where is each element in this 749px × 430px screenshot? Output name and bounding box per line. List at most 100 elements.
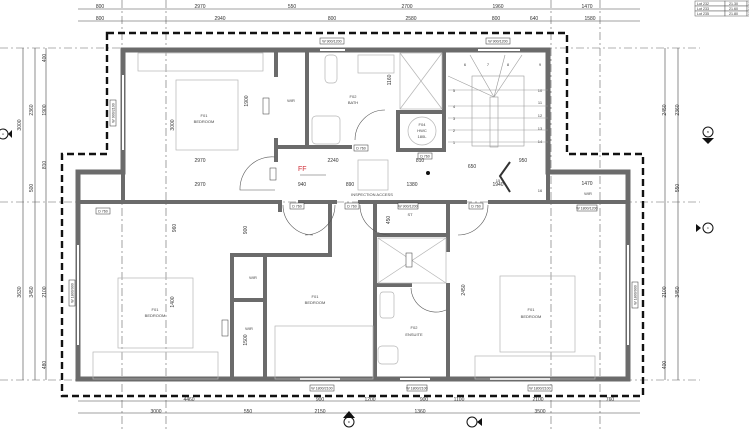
room-store: ST [407,212,413,217]
svg-text:12: 12 [538,113,543,118]
svg-text:9: 9 [539,62,542,67]
interior-walls [76,48,630,381]
svg-text:800: 800 [96,16,105,22]
svg-text:5: 5 [453,88,456,93]
door-tags: D 760 D 760 D 760 D 760 D 760 D 760 [95,144,484,268]
svg-text:21.80: 21.80 [729,12,738,16]
svg-text:1470: 1470 [581,181,592,187]
svg-text:2360: 2360 [29,104,35,115]
furniture [92,52,596,380]
svg-text:W 900/1200: W 900/1200 [322,40,341,44]
svg-text:900: 900 [243,226,249,235]
svg-text:760: 760 [606,397,615,403]
svg-text:Lot 235: Lot 235 [697,12,709,16]
svg-text:BEDROOM: BEDROOM [521,314,542,319]
svg-text:W 1800/2100: W 1800/2100 [311,387,332,391]
svg-text:2240: 2240 [327,158,338,164]
svg-text:8: 8 [507,62,510,67]
svg-text:800: 800 [328,16,337,22]
svg-text:1580: 1580 [584,16,595,22]
svg-text:900: 900 [316,397,325,403]
svg-text:1900: 1900 [244,95,250,106]
svg-text:BEDROOM: BEDROOM [145,313,166,318]
svg-text:F01: F01 [201,113,209,118]
svg-text:W 900/1200: W 900/1200 [398,205,417,209]
svg-text:1360: 1360 [414,409,425,415]
svg-text:810: 810 [416,158,425,164]
svg-text:2580: 2580 [405,16,416,22]
svg-text:2970: 2970 [194,182,205,188]
svg-text:1500: 1500 [243,334,249,345]
svg-text:4460: 4460 [183,397,194,403]
section-marker-icon: A [0,128,12,140]
svg-text:960: 960 [172,224,178,233]
svg-text:3000: 3000 [150,409,161,415]
room-wir-1: WIR [287,98,295,103]
svg-text:500: 500 [29,184,35,193]
svg-text:F02: F02 [411,325,419,330]
svg-text:3000: 3000 [17,119,23,130]
svg-text:W 900/2100: W 900/2100 [111,103,115,122]
window-tag-lower-left: W 1800/900 [68,279,76,307]
svg-text:W 1800/900: W 1800/900 [633,285,637,304]
svg-text:W 1800/1200: W 1800/1200 [576,207,597,211]
svg-text:3450: 3450 [675,286,681,297]
svg-text:2450: 2450 [461,284,467,295]
svg-text:F01: F01 [528,307,536,312]
section-marker-icon: B [702,126,714,144]
section-marker-icon [466,416,482,428]
svg-text:D 760: D 760 [356,147,366,151]
svg-text:B: B [707,130,709,134]
window-tags: W 900/1200 W 900/1200 W 900/1200 W 1800/… [68,37,639,392]
svg-text:640: 640 [530,16,539,22]
svg-text:BATH: BATH [348,100,358,105]
inspection-access-label: INSPECTION ACCESS [351,192,393,197]
window-tag-right: W 1800/900 [631,281,639,309]
svg-text:WIR: WIR [249,275,257,280]
svg-text:940: 940 [298,182,307,188]
ff-annotation: FF [298,166,307,173]
svg-text:21.30: 21.30 [729,2,738,6]
section-markers: A B C D [0,126,714,428]
svg-text:3450: 3450 [29,286,35,297]
svg-text:15: 15 [496,178,501,183]
svg-text:D 760: D 760 [347,205,357,209]
svg-text:2700: 2700 [401,4,412,10]
section-marker-icon: C [696,222,714,234]
svg-text:2940: 2940 [214,16,225,22]
svg-text:7: 7 [487,62,490,67]
svg-text:890: 890 [346,182,355,188]
svg-text:W 1800/900: W 1800/900 [70,283,74,302]
svg-text:3: 3 [453,116,456,121]
svg-text:D 760: D 760 [471,205,481,209]
svg-text:D 760: D 760 [292,205,302,209]
svg-text:F02: F02 [350,94,358,99]
svg-text:WIR: WIR [287,98,295,103]
svg-text:480: 480 [42,361,48,370]
svg-text:800: 800 [96,4,105,10]
svg-text:Lot 232: Lot 232 [697,2,709,6]
svg-text:2360: 2360 [675,104,681,115]
section-marker-icon: D [343,411,355,428]
svg-text:F04: F04 [419,122,427,127]
svg-text:2970: 2970 [194,158,205,164]
svg-text:1960: 1960 [492,4,503,10]
svg-text:3000: 3000 [170,119,176,130]
dimension-text: 800 2970 550 2700 1960 1470 800 2940 800… [17,4,681,415]
svg-text:D: D [348,420,351,424]
dimension-lines [22,8,679,414]
svg-text:2450: 2450 [662,104,668,115]
svg-text:W 900/1200: W 900/1200 [488,40,507,44]
svg-text:BEDROOM: BEDROOM [194,119,215,124]
svg-text:900: 900 [420,397,429,403]
svg-text:BEDROOM: BEDROOM [305,300,326,305]
room-wir-3: WIR [245,326,253,331]
window-tag-upper-left: W 900/2100 [109,99,117,127]
